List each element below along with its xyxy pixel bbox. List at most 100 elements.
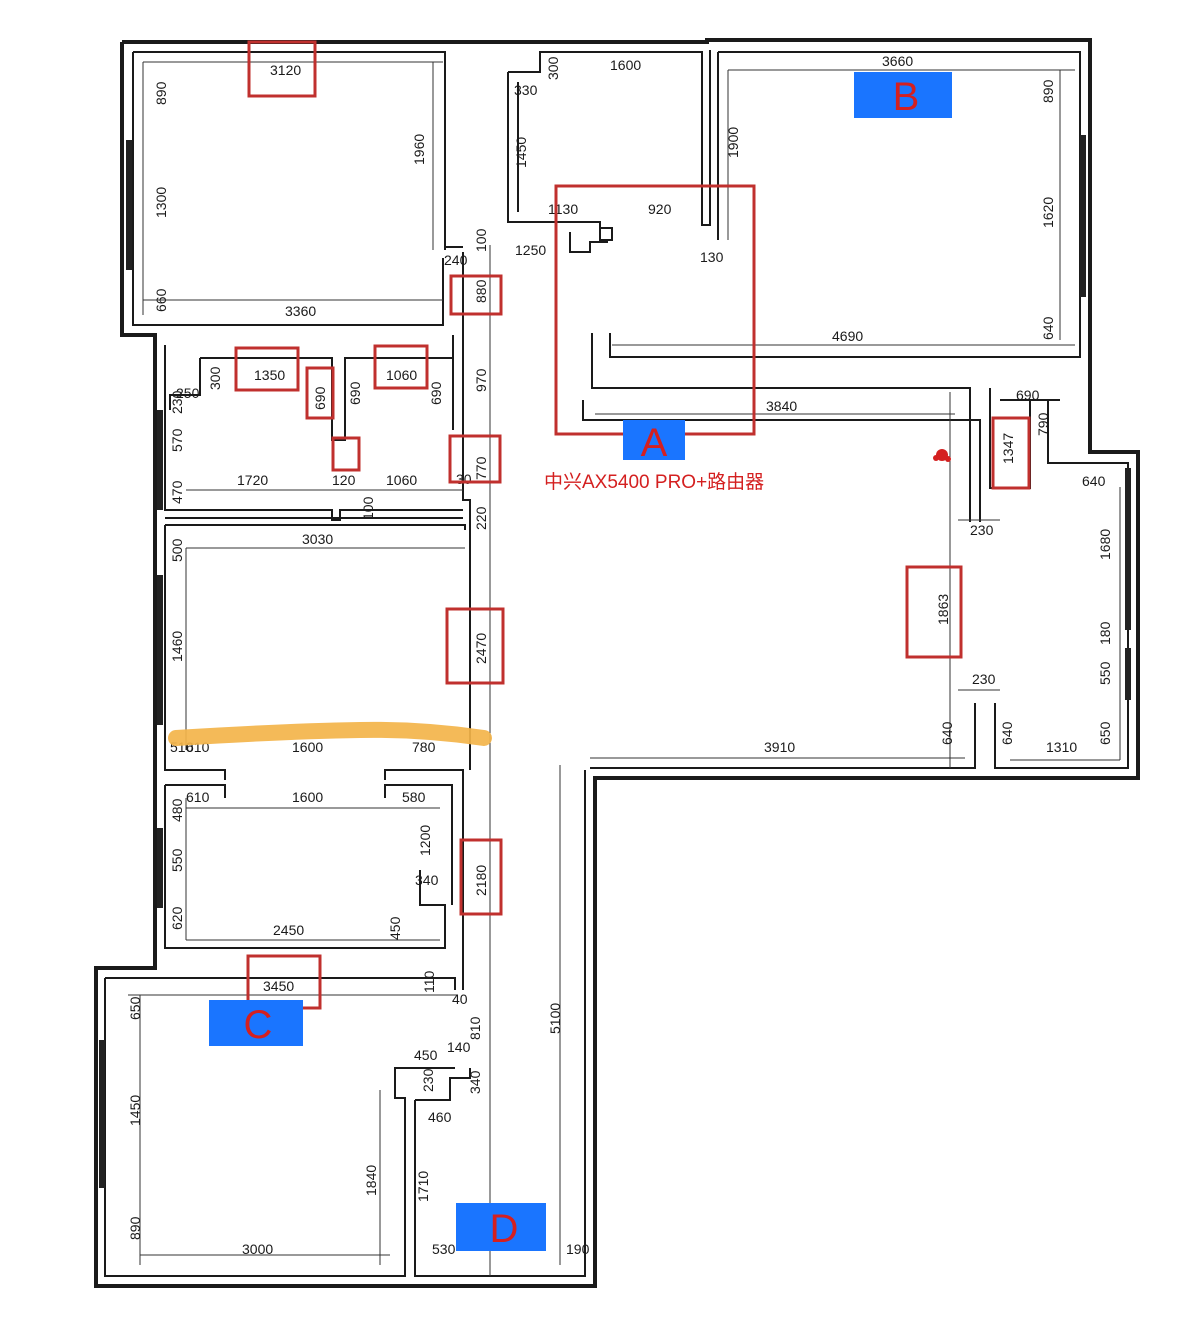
dim-label: 100 — [360, 496, 376, 520]
windows — [99, 135, 1131, 1188]
dim-label: 3910 — [764, 739, 795, 755]
dim-label: 180 — [1097, 621, 1113, 645]
highlight-box — [459, 838, 503, 916]
dim-label: 1620 — [1040, 197, 1056, 228]
dim-label: 770 — [473, 456, 489, 480]
dim-label: 190 — [566, 1241, 590, 1257]
dim-label: 3660 — [882, 53, 913, 69]
dim-label: 1720 — [237, 472, 268, 488]
dim-label: 1600 — [610, 57, 641, 73]
dim-label: 610 — [186, 789, 210, 805]
dim-label: 660 — [153, 288, 169, 312]
dim-label: 570 — [169, 428, 185, 452]
window — [157, 410, 163, 510]
dim-label: 890 — [127, 1216, 143, 1240]
dim-label: 890 — [153, 81, 169, 105]
highlight-box — [991, 416, 1031, 490]
room-b — [609, 51, 1081, 358]
dim-label: 4690 — [832, 328, 863, 344]
dim-label: 650 — [1097, 721, 1113, 745]
window — [157, 828, 163, 908]
dim-label: 140 — [447, 1039, 471, 1055]
highlight-box — [331, 436, 361, 472]
dim-label: 690 — [1016, 387, 1040, 403]
highlight-box — [905, 565, 963, 659]
dim-label: 470 — [169, 480, 185, 504]
tag-d-label: D — [490, 1207, 519, 1251]
dim-label: 3840 — [766, 398, 797, 414]
dim-label: 1900 — [725, 127, 741, 158]
tag-d: D — [456, 1203, 546, 1251]
window — [1080, 135, 1086, 297]
tag-b-label: B — [893, 75, 920, 119]
dim-label: 120 — [332, 472, 356, 488]
dim-label: 3120 — [270, 62, 301, 78]
dim-label: 1450 — [513, 137, 529, 168]
dim-label: 230 — [420, 1068, 436, 1092]
dim-label: 1310 — [1046, 739, 1077, 755]
window — [99, 1040, 105, 1188]
tag-b: B — [854, 72, 952, 119]
dim-label: 810 — [467, 1016, 483, 1040]
dim-label: 790 — [1035, 412, 1051, 436]
dim-label: 230 — [972, 671, 996, 687]
dim-label: 1060 — [386, 472, 417, 488]
dim-label: 620 — [169, 906, 185, 930]
window — [1125, 468, 1131, 630]
dim-label: 690 — [347, 381, 363, 405]
dim-label: 640 — [1040, 316, 1056, 340]
dim-label: 1300 — [153, 187, 169, 218]
dim-label: 1863 — [935, 594, 951, 625]
highlight-box — [305, 366, 335, 420]
dim-label: 30 — [456, 471, 472, 487]
dim-label: 3000 — [242, 1241, 273, 1257]
dim-label: 780 — [412, 739, 436, 755]
dim-label: 100 — [473, 228, 489, 252]
dim-label: 920 — [648, 201, 672, 217]
highlighter-stroke — [168, 721, 492, 746]
dim-label: 110 — [421, 970, 437, 993]
dim-label: 550 — [1097, 661, 1113, 685]
room-c — [104, 978, 455, 1277]
tag-c: C — [209, 1000, 303, 1047]
dim-label: 3360 — [285, 303, 316, 319]
highlight-box — [445, 607, 505, 685]
dim-label: 640 — [999, 721, 1015, 745]
dim-label: 230 — [169, 390, 185, 414]
tag-a-label: A — [641, 421, 668, 465]
dim-label: 640 — [1082, 473, 1106, 489]
dim-label: 1060 — [386, 367, 417, 383]
dim-label: 450 — [387, 916, 403, 940]
dim-label: 330 — [514, 82, 538, 98]
dim-label: 1450 — [127, 1095, 143, 1126]
dim-label: 1680 — [1097, 529, 1113, 560]
dimension-lines — [128, 61, 1121, 1276]
tag-a: A — [623, 420, 685, 465]
router-location-box — [554, 184, 756, 436]
dim-label: 250 — [176, 385, 200, 401]
room-bath — [164, 345, 463, 521]
dim-label: 450 — [414, 1047, 438, 1063]
dim-label: 240 — [444, 252, 468, 268]
dim-label: 460 — [428, 1109, 452, 1125]
room-small — [164, 785, 446, 949]
dim-label: 690 — [312, 386, 328, 410]
highlight-box — [373, 344, 429, 390]
router-marker-icon — [933, 449, 951, 462]
dim-label: 690 — [428, 381, 444, 405]
dim-label: 480 — [169, 798, 185, 822]
dim-label: 1460 — [169, 631, 185, 662]
dim-label: 1600 — [292, 739, 323, 755]
dim-label: 230 — [970, 522, 994, 538]
dim-label: 130 — [700, 249, 724, 265]
dim-label: 340 — [415, 872, 439, 888]
dim-label: 1200 — [417, 825, 433, 856]
dim-label: 650 — [127, 996, 143, 1020]
dim-label: 340 — [467, 1070, 483, 1094]
outer-wall — [94, 38, 1140, 1288]
dim-label: 880 — [473, 279, 489, 303]
dim-label: 220 — [473, 506, 489, 530]
dim-label: 2470 — [473, 633, 489, 664]
window — [126, 140, 132, 270]
dim-label: 3030 — [302, 531, 333, 547]
